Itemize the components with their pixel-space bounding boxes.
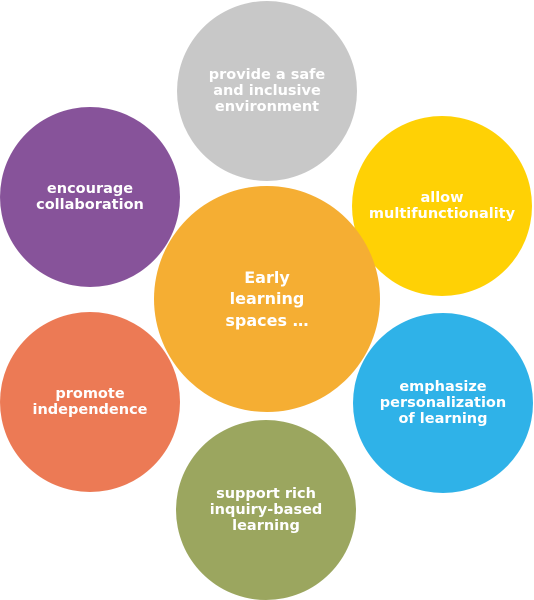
circle-label: emphasize personalization of learning — [379, 378, 507, 428]
center-label: Early learning spaces … — [225, 268, 309, 330]
circle-independence: promote independence — [0, 312, 180, 492]
circle-multifunctionality: allow multifunctionality — [352, 116, 532, 296]
circle-label: promote independence — [32, 385, 148, 418]
circle-inquiry-based-learning: support rich inquiry-based learning — [176, 420, 356, 600]
center-circle-early-learning-spaces: Early learning spaces … — [154, 186, 380, 412]
circle-label: encourage collaboration — [36, 180, 144, 213]
circle-collaboration: encourage collaboration — [0, 107, 180, 287]
circle-personalization-of-learning: emphasize personalization of learning — [353, 313, 533, 493]
circle-label: allow multifunctionality — [368, 189, 516, 222]
circle-safe-inclusive-environment: provide a safe and inclusive environment — [177, 1, 357, 181]
circle-label: provide a safe and inclusive environment — [208, 66, 326, 116]
circle-label: support rich inquiry-based learning — [209, 485, 323, 535]
